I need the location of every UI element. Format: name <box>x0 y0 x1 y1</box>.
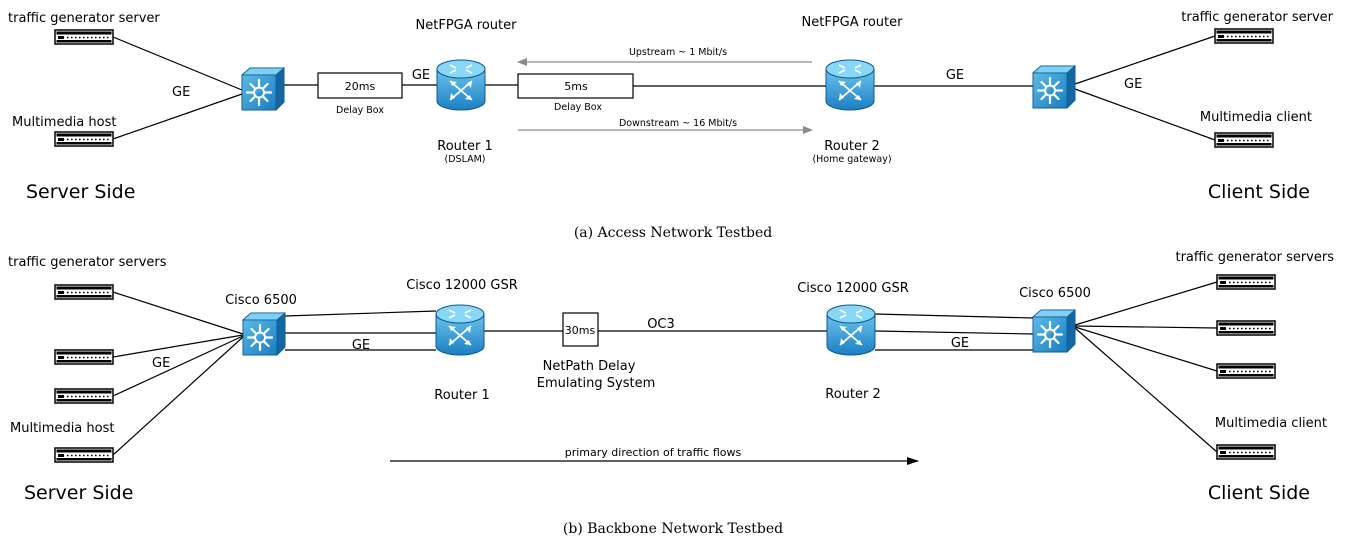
server-side-label: Server Side <box>24 482 133 504</box>
oc3-label: OC3 <box>647 317 675 332</box>
switch-icon <box>1031 64 1077 110</box>
ge-label: GE <box>172 85 190 100</box>
router-icon <box>435 304 485 356</box>
netpath-line2: Emulating System <box>537 376 656 391</box>
wire-server2-switch-b <box>112 334 244 358</box>
wire-switch-client <box>1074 88 1216 141</box>
wire-host-switch-b <box>112 336 244 456</box>
backbone-network-testbed: traffic generator servers GE Multimedia … <box>8 250 1334 537</box>
wire-switch-router1 <box>284 310 437 317</box>
downstream-label: Downstream ~ 16 Mbit/s <box>619 118 737 129</box>
ge-label: GE <box>1124 77 1142 92</box>
multimedia-client-label: Multimedia client <box>1215 416 1327 431</box>
switch-icon <box>1031 308 1077 354</box>
ge-label: GE <box>951 336 969 351</box>
router2-name: Router 2 <box>825 387 881 402</box>
delay-box-1 <box>317 72 403 99</box>
primary-direction-label: primary direction of traffic flows <box>565 446 742 459</box>
ge-label: GE <box>152 356 170 371</box>
switch-icon <box>241 311 287 357</box>
access-network-testbed: traffic generator server Multimedia host… <box>8 10 1334 241</box>
wire-router2-switch <box>874 330 1034 335</box>
router1-name: Router 1 <box>434 388 490 403</box>
ge-label: GE <box>946 68 964 83</box>
server-rack-icon <box>54 29 114 45</box>
server-rack-icon <box>1216 444 1276 460</box>
wire-router2-switch <box>874 313 1034 319</box>
ge-label: GE <box>352 338 370 353</box>
router-icon <box>825 59 875 111</box>
multimedia-host-label: Multimedia host <box>10 421 114 436</box>
netpath-line1: NetPath Delay <box>543 359 636 374</box>
server-rack-icon <box>1214 28 1274 44</box>
multimedia-host-label: Multimedia host <box>12 115 116 130</box>
switch-icon <box>240 66 286 112</box>
netpath-delay-box <box>562 312 599 347</box>
client-side-label: Client Side <box>1208 181 1310 203</box>
server-rack-icon <box>1216 363 1276 379</box>
servers-label: traffic generator servers <box>8 255 167 270</box>
server-rack-icon <box>54 131 114 147</box>
multimedia-client-label: Multimedia client <box>1200 110 1312 125</box>
wire-switch-server-client <box>1074 35 1216 85</box>
upstream-label: Upstream ~ 1 Mbit/s <box>629 47 727 58</box>
router-icon <box>436 59 486 111</box>
router2-title: Cisco 12000 GSR <box>797 281 909 296</box>
client-side-label: Client Side <box>1208 482 1310 504</box>
server-rack-icon <box>54 388 114 404</box>
wire-server-switch-a <box>112 36 243 91</box>
delay2-label: Delay Box <box>554 102 602 113</box>
client-servers-label: traffic generator servers <box>1175 250 1334 265</box>
caption-b: (b) Backbone Network Testbed <box>563 521 783 537</box>
server-rack-icon <box>1214 132 1274 148</box>
router1-sub: (DSLAM) <box>445 154 486 165</box>
wire-switch-server-client <box>1074 325 1218 329</box>
wire-switch-server-client <box>1074 281 1218 326</box>
router2-sub: (Home gateway) <box>812 154 891 165</box>
wire-host-switch-a <box>112 93 243 140</box>
delay2-value: 5ms <box>564 80 588 93</box>
delay-value: 30ms <box>565 324 596 337</box>
server-rack-icon <box>54 447 114 463</box>
caption-a: (a) Access Network Testbed <box>574 225 772 241</box>
server-label: traffic generator server <box>8 11 160 26</box>
server-rack-icon <box>54 349 114 365</box>
wire-switch-server-client <box>1074 326 1218 372</box>
client-server-label: traffic generator server <box>1181 10 1333 25</box>
router2-name: Router 2 <box>824 139 880 154</box>
delay1-value: 20ms <box>345 80 376 93</box>
server-rack-icon <box>54 284 114 300</box>
ge-label: GE <box>412 68 430 83</box>
switch-left-label: Cisco 6500 <box>225 293 297 308</box>
wire-server1-switch-b <box>112 291 244 335</box>
router1-name: Router 1 <box>437 139 493 154</box>
router2-title: NetFPGA router <box>802 15 904 30</box>
router1-title: NetFPGA router <box>416 18 518 33</box>
delay-box-2 <box>517 73 634 99</box>
delay1-label: Delay Box <box>336 105 384 116</box>
server-rack-icon <box>1216 320 1276 336</box>
wire-switch-client <box>1074 327 1218 453</box>
server-rack-icon <box>1216 274 1276 290</box>
router-icon <box>826 304 876 356</box>
wire-server3-switch-b <box>112 335 244 397</box>
switch-right-label: Cisco 6500 <box>1019 286 1091 301</box>
router1-title: Cisco 12000 GSR <box>406 278 518 293</box>
server-side-label: Server Side <box>26 181 135 203</box>
